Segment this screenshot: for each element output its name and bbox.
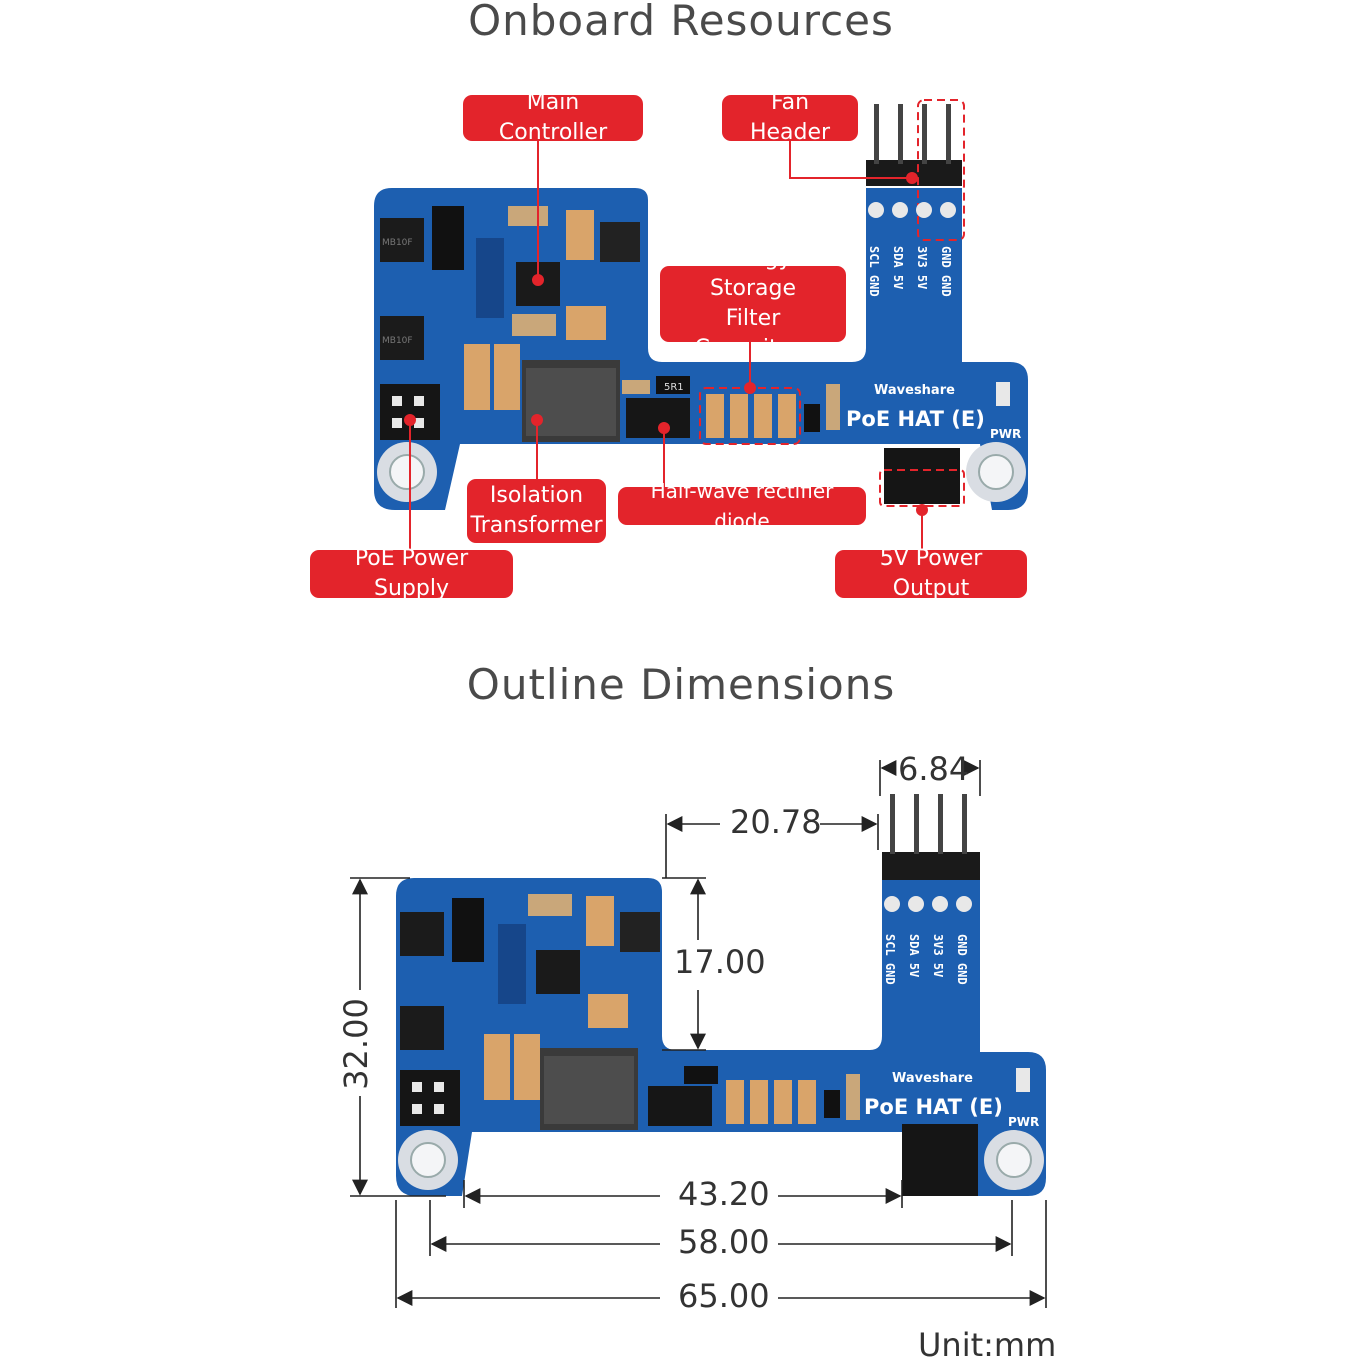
top-brand-text: Waveshare bbox=[874, 383, 955, 398]
top-pwr-text: PWR bbox=[990, 427, 1021, 441]
bottom-board: Waveshare PoE HAT (E) PWR SCL GND SDA 5V… bbox=[396, 794, 1046, 1196]
bottom-pwr-text: PWR bbox=[1008, 1115, 1039, 1129]
dim-pin-width: 6.84 bbox=[898, 750, 970, 788]
callout-half-wave-diode: Half-wave rectifier diode bbox=[618, 479, 866, 533]
bottom-model-text: PoE HAT (E) bbox=[864, 1095, 1003, 1119]
top-pin-col3: 3V3 5V bbox=[915, 246, 929, 289]
dim-notch-depth: 17.00 bbox=[674, 943, 766, 981]
svg-text:MB10F: MB10F bbox=[382, 336, 413, 346]
top-pin-col2: SDA 5V bbox=[891, 246, 905, 289]
svg-text:MB10F: MB10F bbox=[382, 238, 413, 248]
unit-label: Unit:mm bbox=[918, 1326, 1057, 1364]
top-model-text: PoE HAT (E) bbox=[846, 407, 985, 431]
top-pin-col1: SCL GND bbox=[867, 246, 881, 297]
bottom-pin-col3: 3V3 5V bbox=[931, 934, 945, 977]
callout-main-controller: Main Controller bbox=[463, 90, 643, 145]
callout-5v-power-output: 5V Power Output bbox=[835, 546, 1027, 601]
top-pin-col4: GND GND bbox=[939, 246, 953, 297]
onboard-resources-title: Onboard Resources bbox=[468, 0, 894, 45]
callout-energy-storage: Energy Storage Filter Capacitors bbox=[660, 246, 846, 361]
dimension-lines bbox=[350, 760, 1047, 1308]
callout-isolation-transformer: Isolation Transformer bbox=[467, 479, 606, 543]
callout-poe-power-supply: PoE Power Supply bbox=[310, 546, 513, 601]
dim-hole-inner: 43.20 bbox=[678, 1175, 770, 1213]
bottom-pin-col1: SCL GND bbox=[883, 934, 897, 985]
bottom-pin-col4: GND GND bbox=[955, 934, 969, 985]
bottom-pin-col2: SDA 5V bbox=[907, 934, 921, 977]
outline-dimensions-title: Outline Dimensions bbox=[466, 660, 896, 709]
dim-board-height: 32.00 bbox=[336, 998, 375, 1090]
dim-hole-outer: 58.00 bbox=[678, 1223, 770, 1261]
callout-fan-header: Fan Header bbox=[722, 90, 858, 145]
svg-text:5R1: 5R1 bbox=[664, 382, 684, 393]
dim-notch-width: 20.78 bbox=[730, 803, 822, 841]
bottom-brand-text: Waveshare bbox=[892, 1071, 973, 1086]
dim-board-width: 65.00 bbox=[678, 1277, 770, 1315]
callout-leaders bbox=[404, 140, 928, 552]
